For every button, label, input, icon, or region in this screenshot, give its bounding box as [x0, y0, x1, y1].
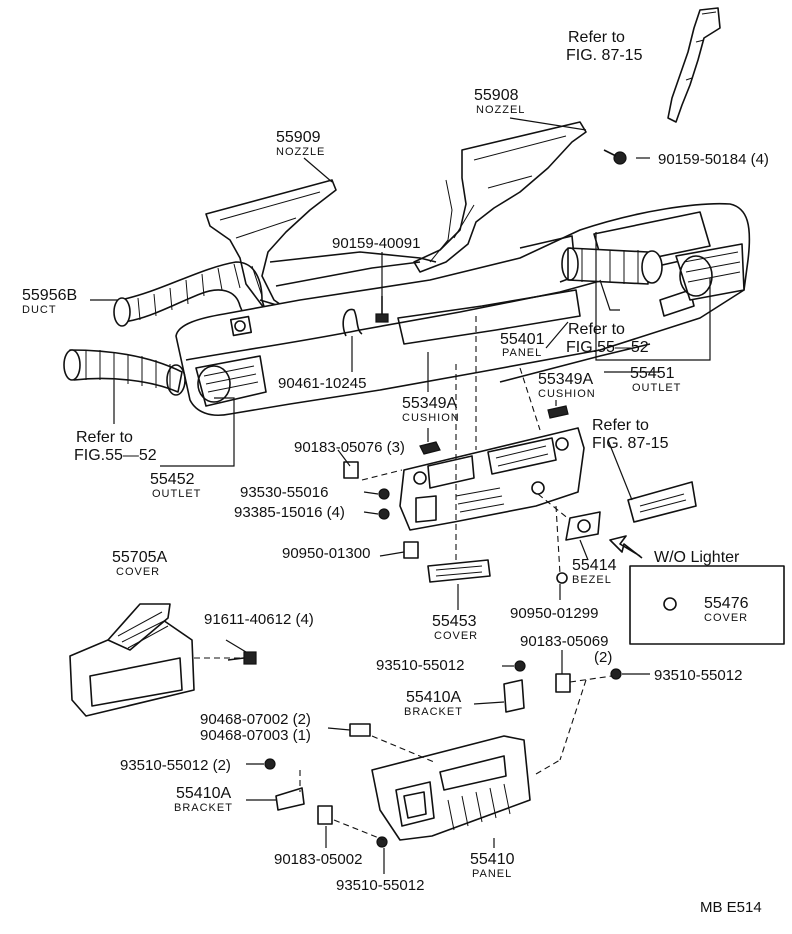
fastener-90183-05069: 90183-05069: [520, 633, 608, 650]
right-hose-shape: [561, 247, 663, 285]
fastener-93510-55012-c: 93510-55012 (2): [120, 757, 231, 774]
outlet-55452-shape: [195, 355, 267, 407]
screw-93510-c-shape: [264, 758, 276, 770]
screw-91611-shape: [227, 651, 257, 665]
bracket-upper-name: BRACKET: [404, 706, 463, 718]
fastener-93530-55016: 93530-55016: [240, 484, 328, 501]
wo-lighter-box: [629, 565, 785, 645]
nozzle-55908-code: 55908: [474, 87, 519, 104]
outlet-55451-shape: [675, 243, 745, 301]
assembly-dashed-lines: [194, 316, 613, 841]
left-hose-shape: [63, 349, 186, 396]
fastener-90183-05002: 90183-05002: [274, 851, 362, 868]
clip-90468-shape: [349, 723, 371, 737]
fastener-93510-55012-b: 93510-55012: [654, 667, 742, 684]
wo-lighter-title: W/O Lighter: [654, 549, 740, 566]
fastener-93510-55012-a: 93510-55012: [376, 657, 464, 674]
cushion-right-code: 55349A: [538, 371, 593, 388]
cover-55476-shape: [663, 597, 677, 611]
screw-93510-a-shape: [514, 660, 526, 672]
bracket-upper-shape: [503, 679, 525, 713]
fastener-90159-40091: 90159-40091: [332, 235, 420, 252]
nozzle-55909-code: 55909: [276, 129, 321, 146]
ref-left-line2: FIG.55—52: [74, 447, 157, 464]
bracket-lower-name: BRACKET: [174, 802, 233, 814]
fastener-90183-05069-qty: (2): [594, 649, 612, 666]
nozzle-55908-shape: [413, 121, 587, 273]
panel-55401-code: 55401: [500, 331, 545, 348]
clip-90183-05069-shape: [555, 673, 571, 693]
leader-lines: [90, 117, 711, 874]
fastener-93510-55012-d: 93510-55012: [336, 877, 424, 894]
footer-code: MB E514: [700, 899, 762, 916]
clip-90183-05002-shape: [317, 805, 333, 825]
ref-left-line1: Refer to: [76, 429, 133, 446]
cushion-right-shape: [547, 405, 569, 419]
ref-center-line1: Refer to: [568, 321, 625, 338]
nozzle-55908-name: NOZZEL: [476, 104, 525, 116]
fastener-90468-07003: 90468-07003 (1): [200, 727, 311, 744]
ref-center-line2: FIG.55—52: [566, 339, 649, 356]
vent-duct-piece: [667, 7, 721, 123]
fastener-90950-01300: 90950-01300: [282, 545, 370, 562]
ref-right-line2: FIG. 87-15: [592, 435, 669, 452]
outlet-55452-code: 55452: [150, 471, 195, 488]
cushion-left-code: 55349A: [402, 395, 457, 412]
panel-55401-name: PANEL: [502, 347, 542, 359]
cushion-left-shape: [419, 441, 441, 455]
cover-55476-code: 55476: [704, 595, 749, 612]
ref-top-line2: FIG. 87-15: [566, 47, 643, 64]
cover-55705a-shape: [69, 603, 195, 717]
screw-90159-40091-shape: [375, 296, 389, 323]
cover-55476-name: COVER: [704, 612, 748, 624]
cover-55453-name: COVER: [434, 630, 478, 642]
cushion-left-name: CUSHION: [402, 412, 460, 424]
plug-90950-01299-shape: [556, 572, 568, 584]
center-cluster-shape: [399, 427, 585, 531]
nozzle-55909-name: NOZZLE: [276, 146, 325, 158]
fastener-90159-50184: 90159-50184 (4): [658, 151, 769, 168]
trim-plate-shape: [627, 481, 697, 523]
plug-90950-01300-shape: [403, 541, 419, 559]
fastener-90461-10245: 90461-10245: [278, 375, 366, 392]
bezel-55414-code: 55414: [572, 557, 617, 574]
wo-lighter-arrow: [609, 535, 643, 559]
fastener-93385-15016: 93385-15016 (4): [234, 504, 345, 521]
nut-93530-shape: [378, 488, 390, 500]
fastener-90183-05076: 90183-05076 (3): [294, 439, 405, 456]
bracket-upper-code: 55410A: [406, 689, 461, 706]
clip-90183-05076-shape: [343, 461, 359, 479]
outlet-55451-name: OUTLET: [632, 382, 681, 394]
ref-top-line1: Refer to: [568, 29, 625, 46]
outlet-55452-name: OUTLET: [152, 488, 201, 500]
outlet-55451-code: 55451: [630, 365, 675, 382]
duct-55956b-name: DUCT: [22, 304, 57, 316]
cover-55453-shape: [427, 559, 491, 583]
fastener-90950-01299: 90950-01299: [510, 605, 598, 622]
cushion-right-name: CUSHION: [538, 388, 596, 400]
clip-90461-shape: [342, 308, 363, 337]
duct-55956b-code: 55956B: [22, 287, 77, 304]
panel-55410-code: 55410: [470, 851, 515, 868]
cover-55705a-name: COVER: [116, 566, 160, 578]
fastener-90468-07002: 90468-07002 (2): [200, 711, 311, 728]
panel-55410-shape: [371, 735, 531, 841]
bezel-55414-name: BEZEL: [572, 574, 612, 586]
screw-93510-d-shape: [376, 836, 388, 848]
ref-right-line1: Refer to: [592, 417, 649, 434]
screw-93385-shape: [378, 508, 390, 520]
bezel-55414-shape: [565, 511, 601, 541]
screw-90159-50184-shape: [603, 149, 627, 165]
fastener-91611-40612: 91611-40612 (4): [204, 611, 314, 628]
cover-55453-code: 55453: [432, 613, 477, 630]
cover-55705a-code: 55705A: [112, 549, 167, 566]
panel-55410-name: PANEL: [472, 868, 512, 880]
bracket-lower-code: 55410A: [176, 785, 231, 802]
screw-93510-b-shape: [610, 668, 622, 680]
bracket-lower-shape: [275, 787, 305, 811]
